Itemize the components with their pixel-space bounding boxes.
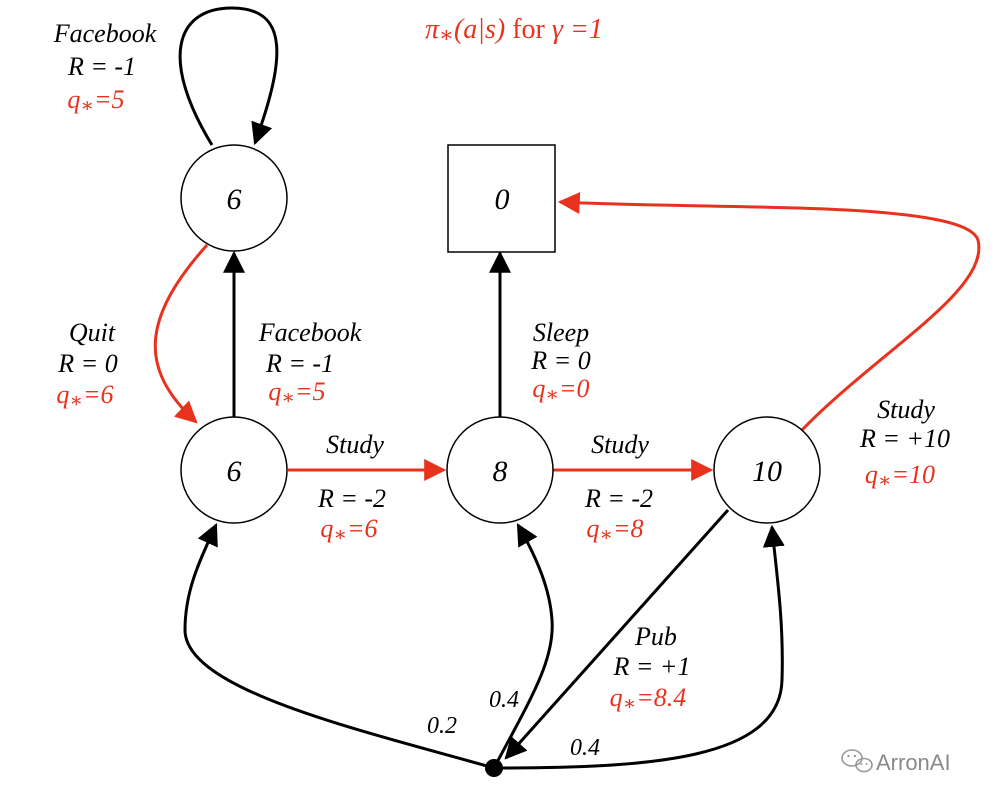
edge-pub-to-class3 xyxy=(493,524,785,770)
edge-pub-to-class2 xyxy=(492,523,554,769)
svg-text:Study: Study xyxy=(591,430,649,459)
svg-text:q∗=8.4: q∗=8.4 xyxy=(610,683,687,715)
label-study-2-3: Study R = -2 q∗=8 xyxy=(584,430,653,546)
label-sleep: Sleep R = 0 q∗=0 xyxy=(530,318,590,406)
label-facebook-loop: Facebook R = -1 q∗=5 xyxy=(53,19,157,117)
svg-text:q∗=0: q∗=0 xyxy=(532,374,589,406)
svg-text:10: 10 xyxy=(752,455,782,488)
svg-text:Pub: Pub xyxy=(634,622,677,651)
svg-text:q∗=6: q∗=6 xyxy=(56,380,113,412)
state-facebook: 6 xyxy=(180,144,288,252)
svg-text:ArronAI: ArronAI xyxy=(876,750,951,775)
svg-text:R = -1: R = -1 xyxy=(67,52,136,81)
state-class1: 6 xyxy=(180,416,288,524)
svg-text:Study: Study xyxy=(877,395,935,424)
pub-chance-node xyxy=(485,759,503,777)
state-terminal: 0 xyxy=(447,144,556,253)
label-study-3-end: Study R = +10 q∗=10 xyxy=(859,395,950,492)
svg-text:R = -2: R = -2 xyxy=(584,484,653,513)
state-class2: 8 xyxy=(446,416,554,524)
svg-text:6: 6 xyxy=(227,455,242,488)
label-facebook-from-class1: Facebook R = -1 q∗=5 xyxy=(258,318,362,409)
diagram-title: π∗(a|s) for γ =1 xyxy=(425,14,603,47)
svg-text:R = +10: R = +10 xyxy=(859,424,950,453)
svg-text:q∗=8: q∗=8 xyxy=(586,514,643,546)
watermark: ArronAI xyxy=(841,749,951,775)
edge-quit xyxy=(153,244,209,424)
edge-study-3-end xyxy=(557,191,981,432)
svg-text:6: 6 xyxy=(227,183,242,216)
svg-text:8: 8 xyxy=(493,455,508,488)
prob-to-class1: 0.2 xyxy=(427,713,457,739)
svg-text:R = -1: R = -1 xyxy=(265,349,334,378)
svg-text:Facebook: Facebook xyxy=(258,318,362,347)
label-study-1-2: Study R = -2 q∗=6 xyxy=(317,430,386,546)
state-class3: 10 xyxy=(713,416,821,524)
svg-text:R = +1: R = +1 xyxy=(613,652,691,681)
svg-text:q∗=10: q∗=10 xyxy=(865,460,935,492)
prob-to-class3: 0.4 xyxy=(570,735,600,761)
label-pub: Pub R = +1 q∗=8.4 xyxy=(610,622,691,715)
svg-text:R = 0: R = 0 xyxy=(57,349,117,378)
wechat-icon xyxy=(841,749,873,773)
prob-to-class2: 0.4 xyxy=(489,687,519,713)
svg-text:Sleep: Sleep xyxy=(533,318,589,347)
svg-text:Facebook: Facebook xyxy=(53,19,157,48)
svg-text:q∗=5: q∗=5 xyxy=(67,85,124,117)
svg-text:q∗=6: q∗=6 xyxy=(320,514,377,546)
svg-text:Quit: Quit xyxy=(69,318,116,347)
svg-text:Study: Study xyxy=(326,430,384,459)
svg-text:0: 0 xyxy=(495,183,510,216)
svg-text:R = 0: R = 0 xyxy=(530,346,590,375)
svg-text:R = -2: R = -2 xyxy=(317,484,386,513)
edge-pub xyxy=(504,508,730,760)
edge-pub-to-class1 xyxy=(183,522,495,770)
label-quit: Quit R = 0 q∗=6 xyxy=(56,318,117,412)
svg-text:q∗=5: q∗=5 xyxy=(268,377,325,409)
edge-facebook-loop xyxy=(178,6,279,146)
